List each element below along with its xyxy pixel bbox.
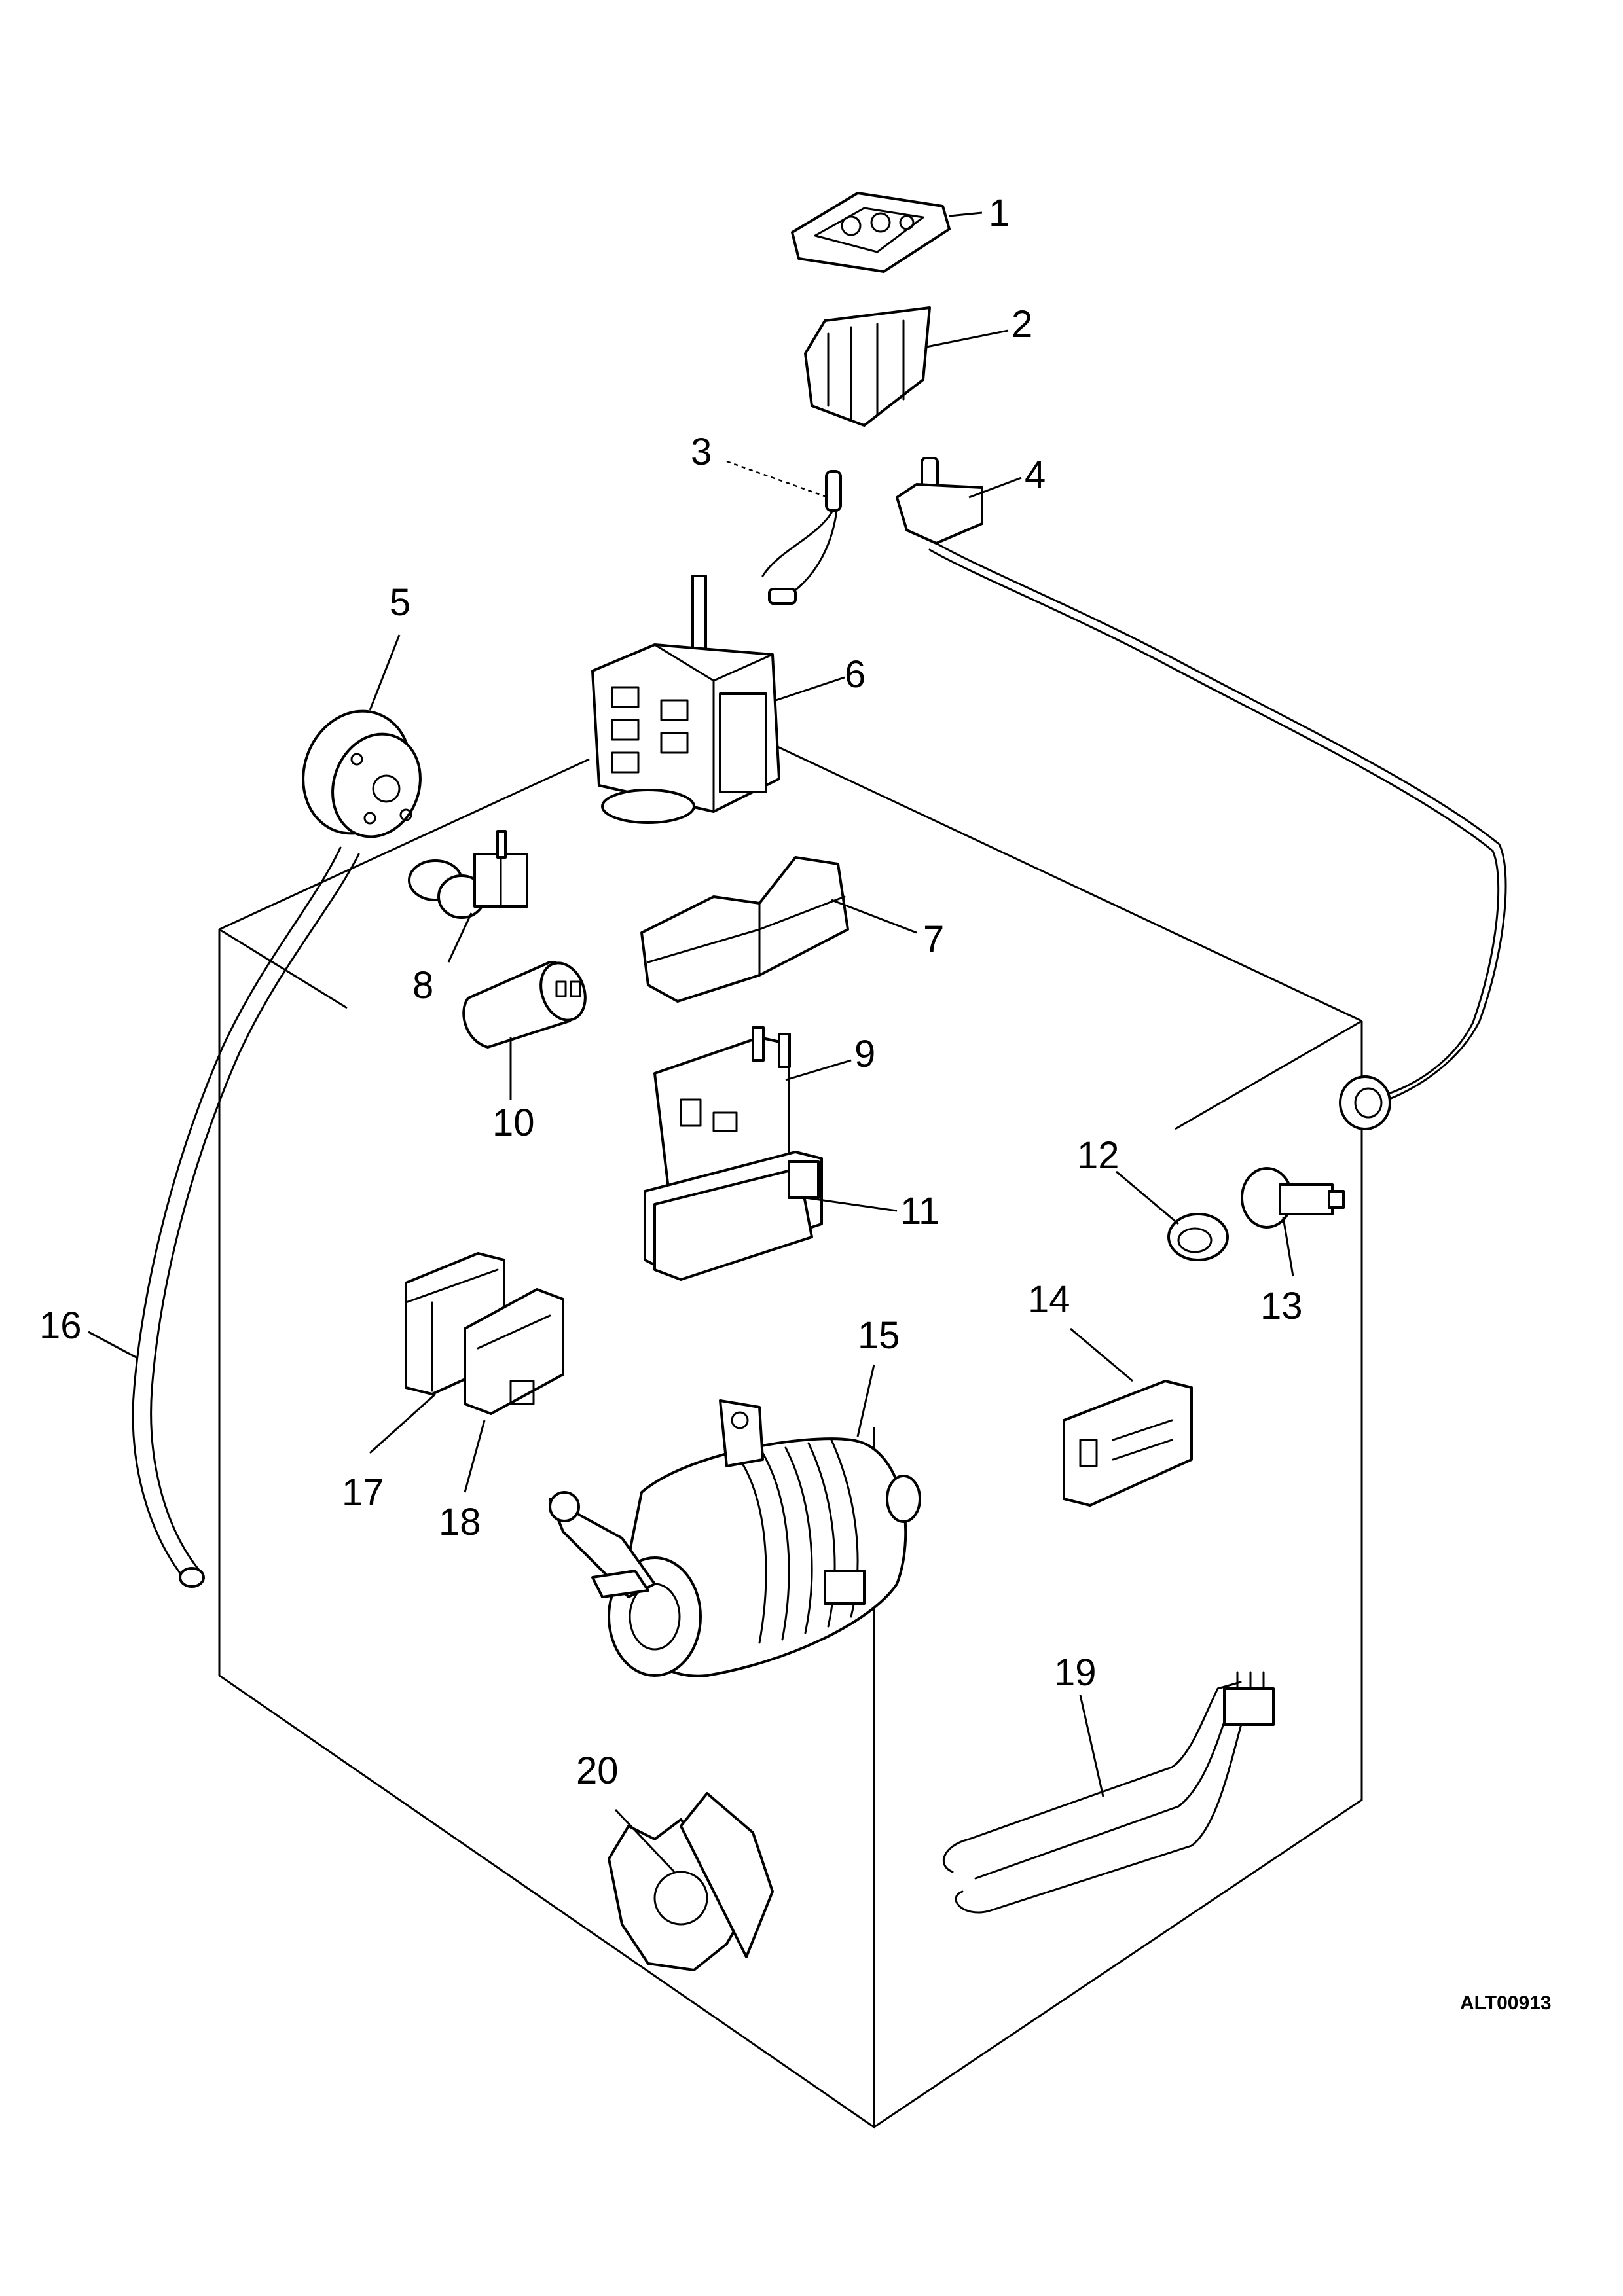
callout-9: 9 [854, 1033, 875, 1075]
callout-7: 7 [923, 918, 944, 961]
part-10-capacitor [462, 961, 587, 1049]
part-6-timer [591, 575, 780, 824]
cabinet-outline [218, 742, 1363, 2129]
callout-8: 8 [412, 964, 433, 1007]
callout-16: 16 [39, 1304, 82, 1347]
callout-20: 20 [576, 1749, 619, 1792]
part-16-drain-hose [132, 846, 360, 1588]
part-15-motor [549, 1399, 921, 1677]
callout-19: 19 [1054, 1651, 1097, 1694]
part-13-temperature-probe [1241, 1167, 1345, 1229]
part-1-cover-plate [791, 192, 951, 273]
callout-4: 4 [1025, 454, 1046, 496]
part-14-door-interlock [1063, 1380, 1193, 1507]
leader-lines [88, 211, 1294, 1873]
part-20-fan [608, 1792, 774, 1971]
callout-17: 17 [342, 1471, 384, 1514]
pressure-tube-connector [1339, 1075, 1391, 1130]
part-4-pressure-switch [896, 457, 1507, 1101]
callout-14: 14 [1028, 1278, 1070, 1321]
part-2-terminal-block [804, 306, 931, 427]
part-8-solenoid-valve [408, 830, 528, 919]
part-12-thermostat [1167, 1213, 1229, 1261]
callout-5: 5 [390, 581, 410, 624]
callout-15: 15 [858, 1314, 900, 1357]
part-5-drain-pump [302, 709, 422, 838]
callout-3: 3 [691, 431, 712, 473]
part-3-sensor-probe [761, 470, 842, 605]
part-11-board-housing [644, 1151, 823, 1281]
callout-13: 13 [1260, 1285, 1303, 1327]
callout-2: 2 [1012, 303, 1032, 346]
callout-11: 11 [900, 1190, 939, 1232]
callout-1: 1 [989, 192, 1010, 234]
part-18-selector-switch [464, 1288, 564, 1415]
part-7-filter-cover [640, 856, 849, 1003]
callout-18: 18 [439, 1501, 481, 1543]
drawing-code: ALT00913 [1460, 1992, 1552, 2014]
part-19-heating-element [942, 1671, 1275, 1914]
callout-12: 12 [1077, 1134, 1120, 1177]
callout-10: 10 [492, 1102, 535, 1144]
callout-labels: 1 2 3 4 5 6 7 8 9 10 11 12 13 14 15 16 1… [39, 192, 1552, 2014]
callout-6: 6 [845, 653, 866, 696]
